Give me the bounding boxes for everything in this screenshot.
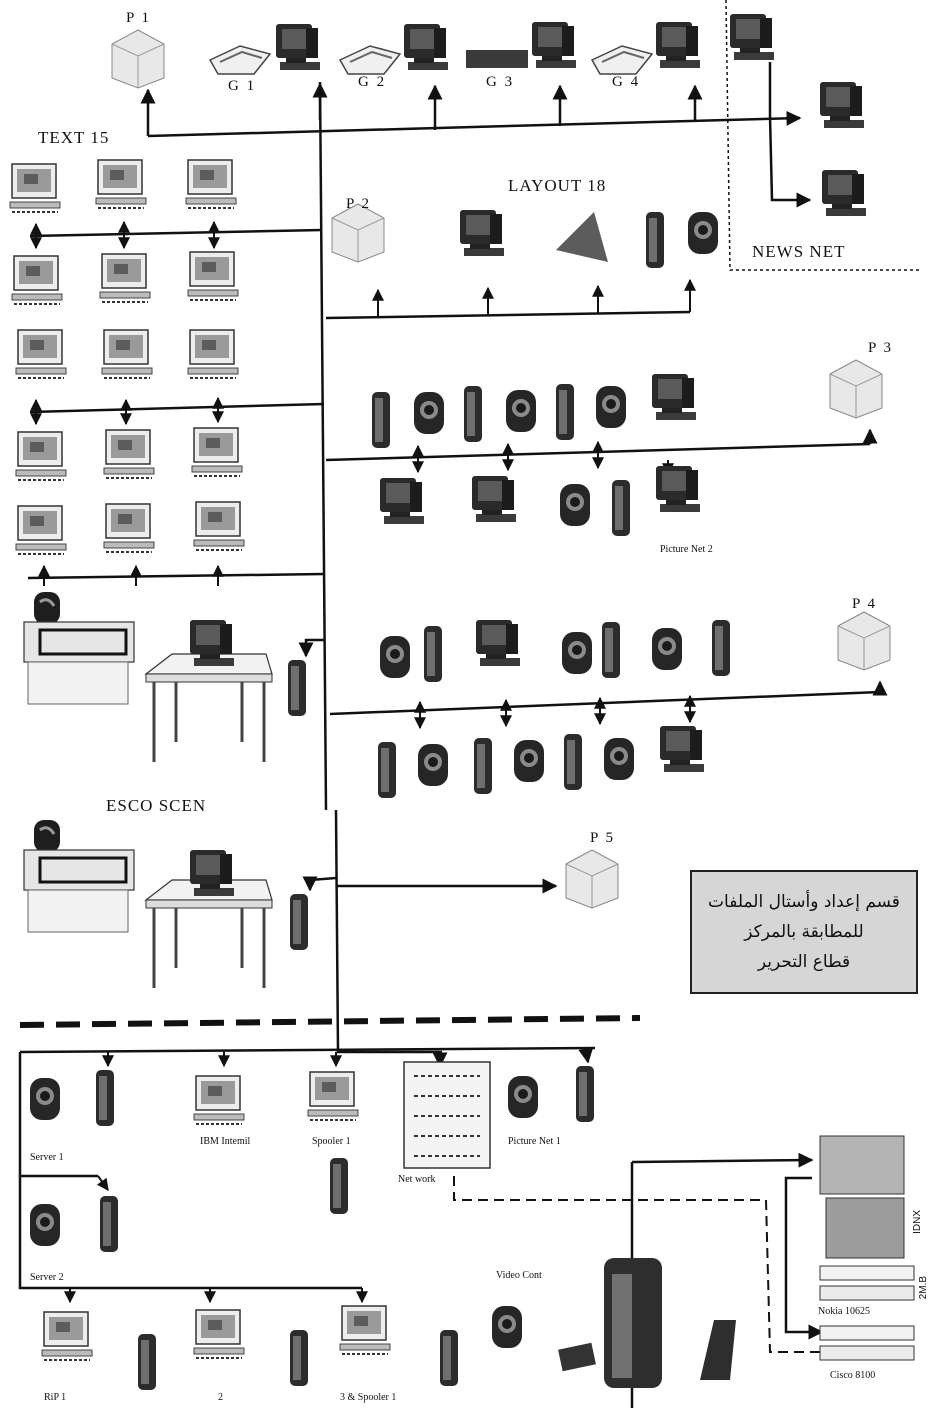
label-2mb: 2M.B [918,1276,929,1300]
server-1-tower-icon [96,1070,114,1126]
caption-line-1: قسم إعداد وأستال الملفات [708,892,900,912]
label-text-15: TEXT 15 [38,128,110,147]
label-g3: G 3 [486,74,515,90]
light-table-1-monitor-icon [190,620,234,666]
workstation-g1-icon [276,24,320,70]
scanner-g2-icon [339,45,401,75]
light-table-1-icon [144,652,274,764]
label-rip-3-spooler: 3 & Spooler 1 [340,1392,397,1403]
label-idnx: IDNX [912,1210,923,1234]
caption-line-3: قطاع التحرير [757,952,851,972]
label-picture-net-2: Picture Net 2 [660,544,713,555]
layout-workstation-icon [460,210,504,256]
scanner-g4-icon [591,45,653,75]
printer-p1-icon [111,29,165,89]
rip-2-terminal-icon [193,1309,245,1359]
video-cont-device-icon [558,1342,596,1372]
label-rip-1: RiP 1 [44,1392,67,1403]
printer-p4-icon [837,611,891,671]
news-net-workstation-1-icon [730,14,774,60]
rip-1-tower-icon [138,1334,156,1390]
server-2-mac-icon [30,1204,60,1246]
esco-rip-tower-2-icon [290,894,308,950]
caption-line-2: للمطابقة بالمركز [744,922,864,942]
server-1-mac-icon [30,1078,60,1120]
layout-tower-icon [646,212,664,268]
printer-p3-icon [829,359,883,419]
label-cisco: Cisco 8100 [830,1370,876,1381]
label-picture-net-1: Picture Net 1 [508,1136,561,1147]
cisco-router-icon [819,1325,915,1361]
workstation-g3-icon [532,22,576,68]
idnx-stack-icon [819,1135,905,1259]
nokia-router-icon [819,1265,915,1301]
light-table-2-monitor-icon [190,850,234,896]
server-2-tower-icon [100,1196,118,1252]
label-ibm-intemil: IBM Intemil [200,1136,251,1147]
text-terminals [9,159,245,555]
layout-mac-icon [688,212,718,254]
label-server-2: Server 2 [30,1272,64,1283]
spooler-tower-icon [330,1158,348,1214]
label-p4: P 4 [852,596,878,612]
news-net-workstation-2-icon [820,82,864,128]
label-nokia: Nokia 10625 [818,1306,870,1317]
label-p2: P 2 [346,196,372,212]
ibm-intemil-terminal-icon [193,1075,245,1125]
label-server-1: Server 1 [30,1152,64,1163]
label-video-cont: Video Cont [496,1270,542,1281]
workstation-g4-icon [656,22,700,68]
rip-2-tower-icon [290,1330,308,1386]
label-esco-scen: ESCO SCEN [106,796,207,815]
label-layout-18: LAYOUT 18 [508,176,607,195]
layout-lamp-icon [556,212,608,262]
trunk-lines [18,62,888,1408]
keyboard-g3-icon [466,50,528,68]
label-p1: P 1 [126,10,152,26]
label-g4: G 4 [612,74,641,90]
esco-scanner-2-icon [22,818,136,934]
network-rack-icon [403,1061,491,1169]
main-server-tower-icon [604,1258,662,1388]
label-rip-2: 2 [218,1392,223,1403]
workstation-g2-icon [404,24,448,70]
label-g1: G 1 [228,78,257,94]
link-arrows [30,220,696,1304]
label-news-net: NEWS NET [752,242,846,261]
department-caption: قسم إعداد وأستال الملفات للمطابقة بالمرك… [690,870,918,994]
label-p3: P 3 [868,340,894,356]
rip-3-terminal-icon [339,1305,391,1355]
picture-net-1-mac-icon [508,1076,538,1118]
video-cont-mac-icon [492,1306,522,1348]
esco-scanner-1-icon [22,590,136,706]
news-net-workstation-3-icon [822,170,866,216]
label-g2: G 2 [358,74,387,90]
picture-net-1-tower-icon [576,1066,594,1122]
label-p5: P 5 [590,830,616,846]
telephone-icon [700,1320,736,1380]
label-spooler-1: Spooler 1 [312,1136,351,1147]
light-table-2-icon [144,878,274,990]
label-net-work: Net work [398,1174,436,1185]
printer-p5-icon [565,849,619,909]
dashed-links [19,0,920,1353]
spooler-1-terminal-icon [307,1071,359,1121]
video-cont-tower-icon [440,1330,458,1386]
rip-1-terminal-icon [41,1311,93,1361]
esco-rip-tower-1-icon [288,660,306,716]
scanner-g1-icon [209,45,271,75]
